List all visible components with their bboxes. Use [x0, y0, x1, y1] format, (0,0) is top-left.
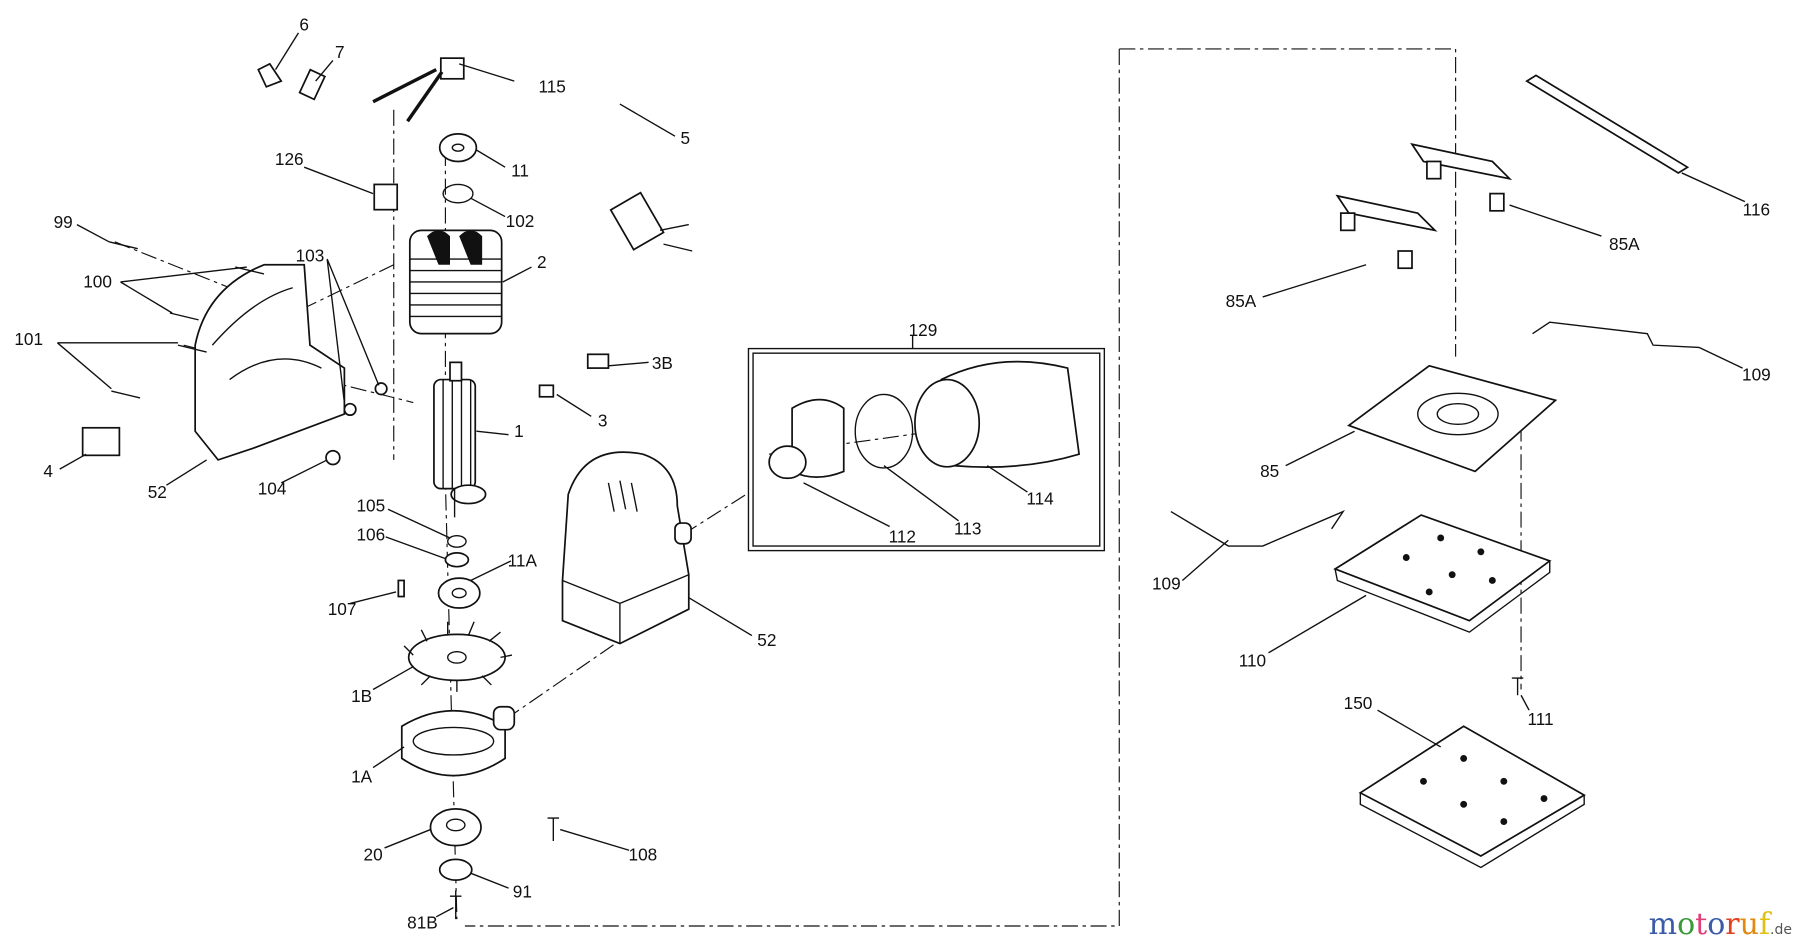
logo-letter: r	[1725, 907, 1740, 942]
label: 3B	[652, 353, 673, 373]
label: 126	[275, 149, 304, 169]
label: 113	[954, 519, 981, 539]
label: 52	[757, 630, 776, 650]
motoruf-watermark: motoruf.de	[1649, 907, 1792, 942]
assembly-box-129	[747, 347, 1106, 552]
label: 114	[1026, 489, 1054, 509]
label: 20	[364, 845, 383, 865]
label: 106	[356, 524, 385, 544]
label: 5	[681, 128, 691, 148]
assembly-lines	[114, 48, 1522, 927]
logo-letter: u	[1739, 907, 1759, 942]
label: 91	[513, 881, 532, 901]
label: 7	[335, 42, 345, 62]
label: 52	[148, 482, 167, 502]
logo-letter: m	[1648, 907, 1678, 942]
label: 104	[258, 478, 287, 498]
label: 109	[1152, 574, 1181, 594]
logo-tld: .de	[1770, 922, 1792, 938]
label: 105	[356, 496, 385, 516]
logo-letter: f	[1758, 907, 1771, 942]
label: 11	[511, 160, 529, 180]
label: 85A	[1226, 291, 1257, 311]
logo-letter: o	[1707, 907, 1726, 942]
label: 108	[629, 845, 658, 865]
label: 109	[1742, 365, 1771, 385]
label: 1A	[351, 767, 373, 787]
label: 85	[1260, 461, 1279, 481]
label: 111	[1527, 709, 1553, 729]
label: 1B	[351, 686, 372, 706]
part-labels: 6 7 115 5 126 11 102 99 2 100 103 101 3B…	[14, 15, 1770, 933]
leader-lines	[56, 32, 1746, 918]
logo-letter: o	[1677, 907, 1696, 942]
label: 115	[538, 77, 565, 97]
label: 102	[506, 211, 535, 231]
label: 129	[909, 320, 938, 340]
label: 81B	[407, 912, 438, 932]
label: 2	[537, 252, 547, 272]
label: 101	[14, 329, 43, 349]
logo-letter: t	[1695, 907, 1708, 942]
label: 116	[1743, 199, 1770, 219]
label: 150	[1344, 693, 1373, 713]
label: 3	[598, 411, 608, 431]
label: 6	[299, 15, 309, 35]
label: 107	[328, 599, 357, 619]
label: 99	[54, 212, 73, 232]
label: 11A	[508, 551, 538, 571]
parts	[81, 10, 1700, 920]
label: 112	[889, 527, 916, 547]
label: 85A	[1609, 234, 1640, 254]
label: 1	[514, 421, 524, 441]
label: 110	[1239, 651, 1266, 671]
label: 103	[296, 245, 325, 265]
label: 4	[43, 461, 53, 481]
label: 100	[83, 272, 112, 292]
